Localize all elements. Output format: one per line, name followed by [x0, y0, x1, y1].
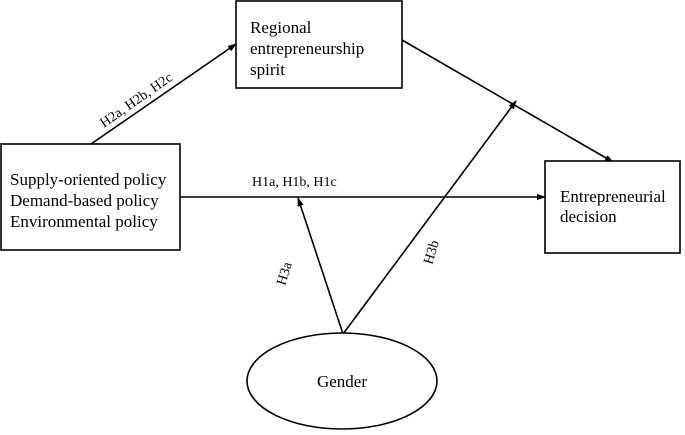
h1-label: H1a, H1b, H1c — [252, 175, 337, 190]
spirit-node: Regional entrepreneurship spirit — [235, 0, 403, 89]
spirit-line-2: entrepreneurship — [250, 39, 364, 58]
gender-node: Gender — [246, 332, 438, 430]
edge-gender-to-h1-path — [297, 197, 344, 335]
edge-gender-to-h2-path — [342, 100, 517, 335]
spirit-line-1: Regional — [250, 18, 312, 37]
decision-line-1: Entrepreneurial — [560, 187, 666, 206]
edge-spirit-to-decision — [401, 39, 614, 163]
spirit-box — [235, 0, 403, 89]
h2-label: H2a, H2b, H2c — [98, 70, 176, 131]
edge-policy-to-spirit — [90, 43, 237, 145]
gender-label: Gender — [317, 372, 367, 391]
policy-line-1: Supply-oriented policy — [10, 170, 167, 189]
decision-box — [544, 160, 681, 254]
h3b-label: H3b — [421, 239, 442, 266]
decision-line-2: decision — [560, 207, 617, 226]
spirit-line-3: spirit — [250, 60, 285, 79]
h3a-label: H3a — [274, 260, 295, 287]
policy-line-3: Environmental policy — [10, 212, 158, 231]
gender-ellipse — [246, 332, 438, 430]
policy-box — [0, 143, 181, 251]
policy-line-2: Demand-based policy — [10, 191, 159, 210]
policy-node: Supply-oriented policy Demand-based poli… — [0, 143, 181, 251]
decision-node: Entrepreneurial decision — [544, 160, 681, 254]
